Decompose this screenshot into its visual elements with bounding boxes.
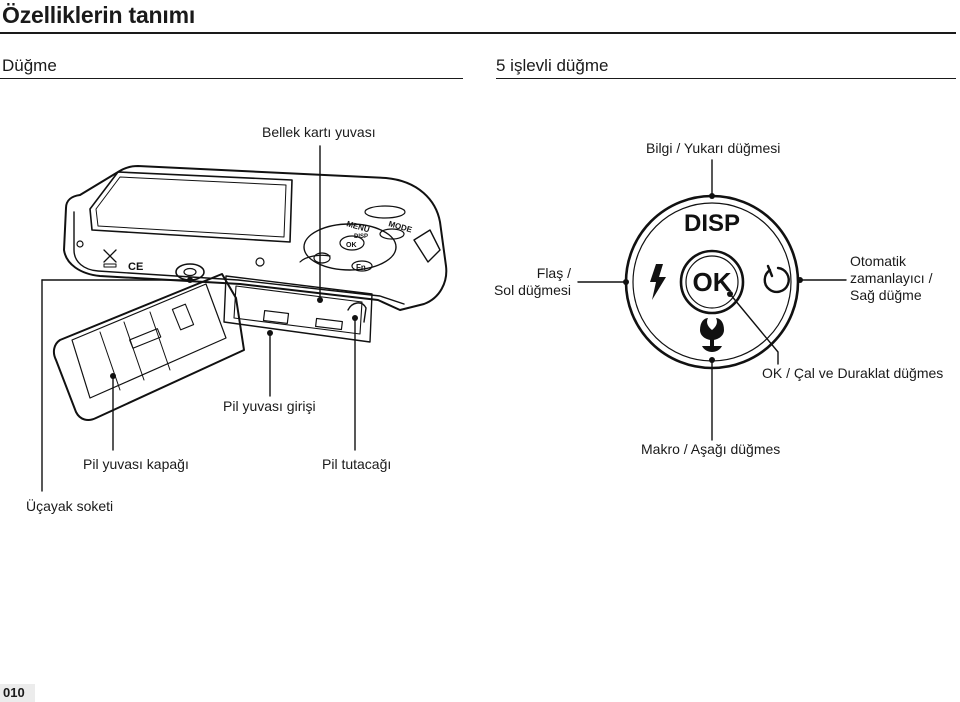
label-tripod-socket: Üçayak soketi: [26, 498, 114, 514]
label-timer-right-3: Sağ düğme: [850, 287, 922, 303]
label-ok-play-pause: OK / Çal ve Duraklat düğmes: [762, 365, 944, 381]
label-timer-right-2: zamanlayıcı /: [850, 270, 933, 286]
flash-bolt-icon: [650, 264, 666, 300]
title-divider: [0, 32, 956, 34]
section-divider-left: [0, 78, 463, 79]
macro-flower-icon: [700, 318, 724, 352]
label-memory-card-slot: Bellek kartı yuvası: [262, 124, 376, 140]
section-divider-right: [496, 78, 956, 79]
camera-menu-text: MENU: [345, 219, 370, 234]
section-heading-5way: 5 işlevli düğme: [496, 56, 609, 75]
section-heading-button: Düğme: [2, 56, 57, 75]
dial-disp-text: DISP: [684, 210, 740, 237]
label-battery-cover: Pil yuvası kapağı: [83, 456, 189, 472]
page-title: Özelliklerin tanımı: [2, 2, 196, 28]
camera-mode-text: MODE: [387, 219, 413, 234]
label-battery-lock: Pil tutacağı: [322, 456, 392, 472]
label-battery-slot: Pil yuvası girişi: [223, 398, 316, 414]
self-timer-icon: [763, 264, 790, 294]
label-flash-left-1: Flaş /: [536, 265, 571, 281]
camera-ok-text: OK: [346, 242, 357, 249]
label-macro-down: Makro / Aşağı düğmes: [641, 441, 781, 457]
label-timer-right-1: Otomatik: [850, 253, 907, 269]
camera-disp-text: DISP: [354, 234, 368, 240]
label-info-up: Bilgi / Yukarı düğmesi: [646, 140, 781, 156]
dial-ok-text: OK: [693, 267, 732, 297]
camera-illustration: [52, 165, 448, 421]
label-flash-left-2: Sol düğmesi: [493, 282, 571, 298]
page-number: 010: [0, 684, 35, 702]
ce-mark: CE: [128, 261, 143, 273]
camera-fn-text: Fn: [356, 263, 366, 272]
